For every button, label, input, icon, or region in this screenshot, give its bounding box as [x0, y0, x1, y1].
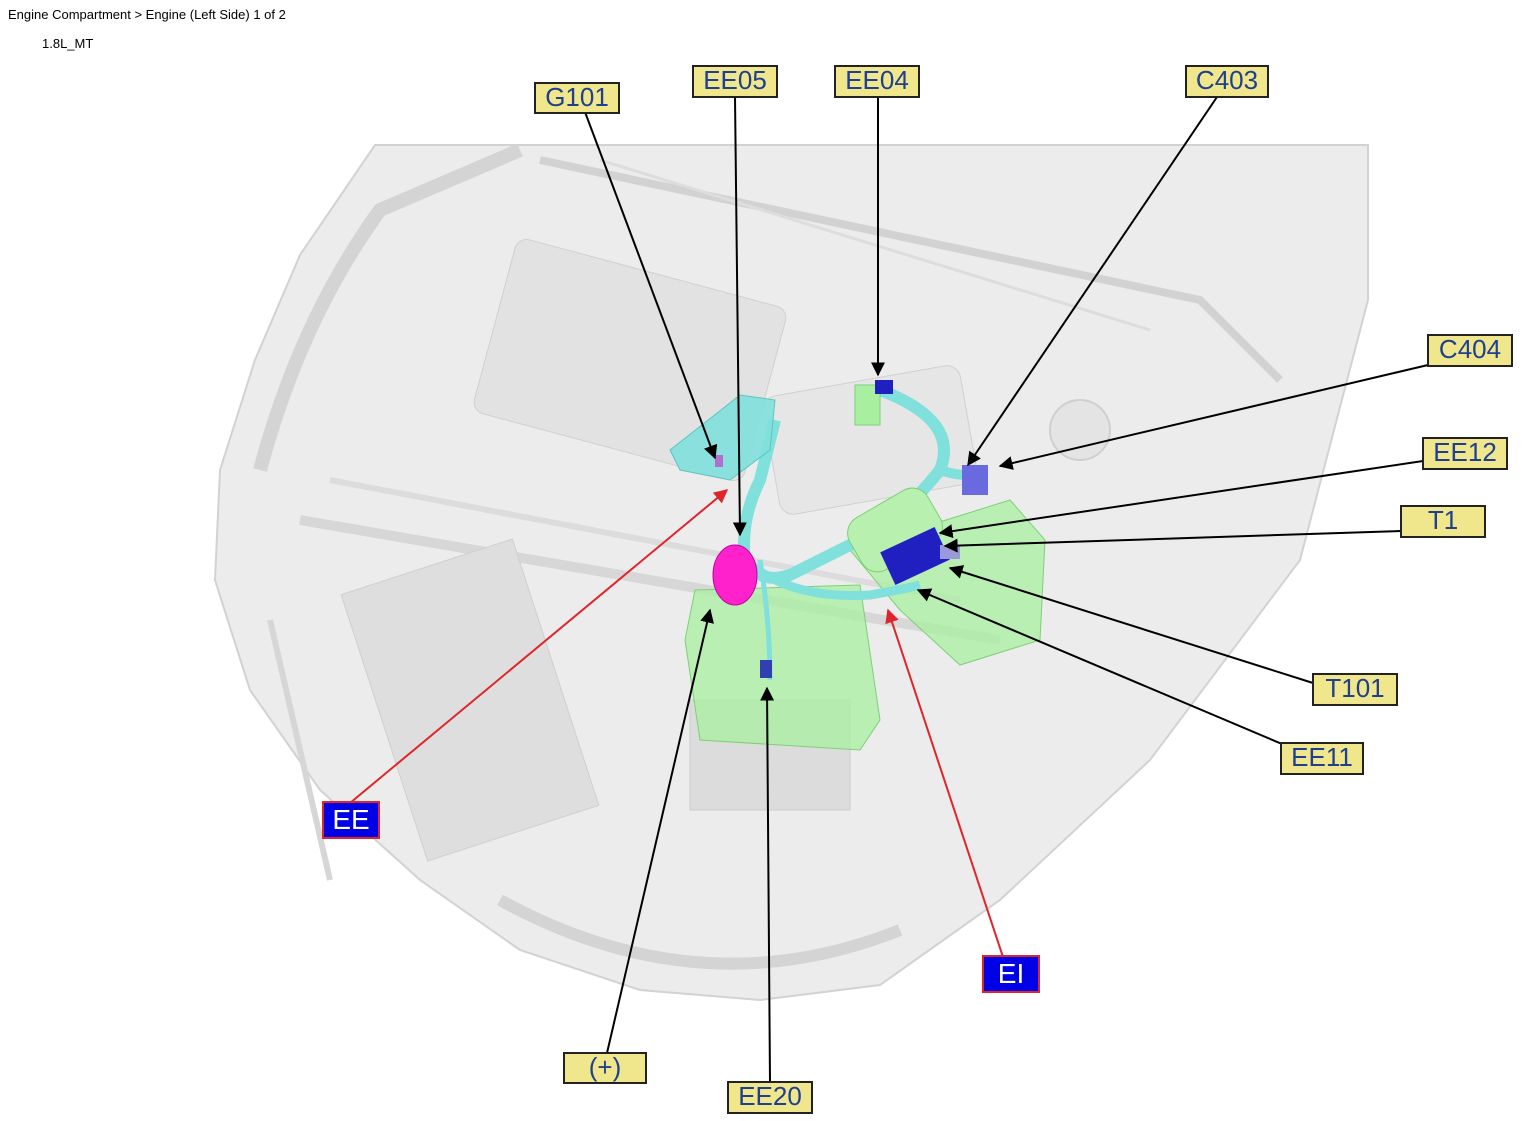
leader-line-ee20	[760, 686, 775, 1083]
leader-line-ee12	[938, 460, 1424, 539]
leader-line-t101	[948, 565, 1314, 684]
callout-positive-terminal[interactable]: (+)	[563, 1052, 647, 1084]
connector-leader-lines	[349, 96, 1429, 1083]
leader-line-c403	[967, 96, 1218, 467]
leader-line-ei	[885, 608, 1004, 958]
callout-ee20[interactable]: EE20	[727, 1081, 813, 1114]
callout-ee11[interactable]: EE11	[1280, 742, 1364, 775]
callout-c404[interactable]: C404	[1427, 334, 1513, 367]
callout-ee04[interactable]: EE04	[834, 65, 920, 98]
leader-line-t1	[943, 530, 1402, 553]
leader-line-g101	[584, 111, 718, 460]
leader-line-plus	[606, 608, 714, 1054]
callout-ee12[interactable]: EE12	[1422, 437, 1508, 470]
callout-ei-harness[interactable]: EI	[982, 955, 1040, 993]
callout-c403[interactable]: C403	[1185, 65, 1269, 98]
callout-g101[interactable]: G101	[534, 82, 620, 114]
callout-t1[interactable]: T1	[1400, 505, 1486, 538]
page-title: Engine Compartment > Engine (Left Side) …	[8, 7, 286, 22]
callout-t101[interactable]: T101	[1312, 673, 1398, 706]
leader-line-ee	[349, 489, 729, 804]
callout-ee05[interactable]: EE05	[692, 65, 778, 98]
leader-line-ee11	[916, 588, 1283, 745]
leader-line-c404	[998, 364, 1429, 470]
callout-ee-harness[interactable]: EE	[322, 801, 380, 839]
leader-line-ee05	[732, 96, 747, 537]
engine-variant-label: 1.8L_MT	[42, 36, 94, 51]
